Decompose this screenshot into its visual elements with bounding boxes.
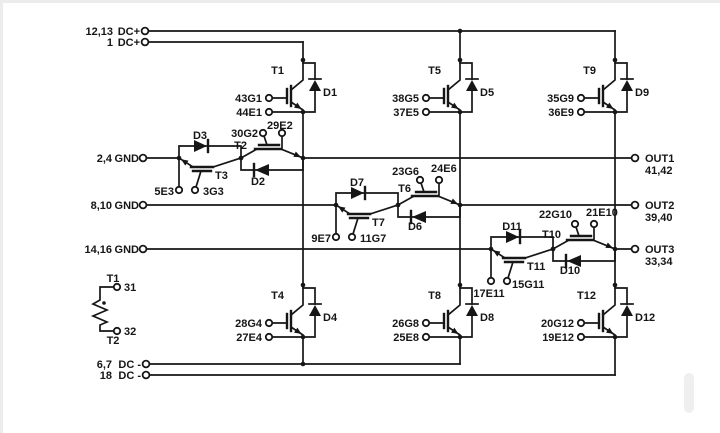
out3-label: OUT3 xyxy=(645,244,674,256)
label-38g5: 38G5 xyxy=(392,93,419,105)
label-5e3: 5E3 xyxy=(154,186,174,198)
label-43g1: 43G1 xyxy=(235,93,262,105)
label-35g9: 35G9 xyxy=(547,93,574,105)
label-t4: T4 xyxy=(271,290,285,302)
label-20g12: 20G12 xyxy=(541,318,574,330)
out2-pins: 39,40 xyxy=(645,212,673,224)
gnd-label-2: GND xyxy=(115,200,140,212)
gnd-terminal-14-16 xyxy=(138,244,148,254)
dc-minus-terminal-6-7 xyxy=(141,359,151,369)
label-9e7: 9E7 xyxy=(311,233,331,245)
label-d12: D12 xyxy=(635,312,655,324)
label-d4: D4 xyxy=(323,312,338,324)
thermistor-terminal-31 xyxy=(112,282,122,292)
out3-pins: 33,34 xyxy=(645,256,673,268)
dc-plus-terminal-1 xyxy=(140,37,150,47)
label-t10: T10 xyxy=(542,229,561,241)
dc-minus-label-1: DC - xyxy=(118,359,141,371)
label-19e12: 19E12 xyxy=(542,332,574,344)
label-d3: D3 xyxy=(193,130,207,142)
out1-label: OUT1 xyxy=(645,153,674,165)
dc-minus-label-2: DC - xyxy=(118,370,141,382)
gnd-terminal-8-10 xyxy=(138,200,148,210)
label-28g4: 28G4 xyxy=(235,318,263,330)
power-terminals xyxy=(138,26,640,380)
label-37e5: 37E5 xyxy=(393,107,419,119)
out2-terminal xyxy=(630,200,640,210)
dc-plus-label-2: DC+ xyxy=(118,37,140,49)
dc-plus-terminal-12-13 xyxy=(140,26,150,36)
out1-pins: 41,42 xyxy=(645,165,673,177)
label-t3: T3 xyxy=(215,170,228,182)
label-d11: D11 xyxy=(502,221,522,233)
label-29e2: 29E2 xyxy=(267,120,293,132)
label-11g7: 11G7 xyxy=(360,233,386,245)
thermistor: T1 31 32 T2 xyxy=(90,273,136,347)
watermark xyxy=(684,373,694,413)
label-d5: D5 xyxy=(480,87,494,99)
gnd-pins-1: 2,4 xyxy=(97,153,113,165)
label-d1: D1 xyxy=(323,87,337,99)
label-t8: T8 xyxy=(428,290,441,302)
label-t2: T2 xyxy=(234,140,247,152)
page-edge-top xyxy=(0,0,720,3)
label-d9: D9 xyxy=(635,87,649,99)
label-17e11: 17E11 xyxy=(473,288,504,300)
label-3g3: 3G3 xyxy=(203,186,224,198)
label-d7: D7 xyxy=(350,177,364,189)
dc-minus-terminal-18 xyxy=(141,370,151,380)
label-d8: D8 xyxy=(480,312,494,324)
out3-terminal xyxy=(630,244,640,254)
label-t7: T7 xyxy=(372,217,385,229)
labels: 12,13 DC+ 1 DC+ 6,7 DC - 18 DC - 2,4 GND… xyxy=(84,26,674,382)
label-26g8: 26G8 xyxy=(392,318,419,330)
label-t11: T11 xyxy=(527,261,545,273)
label-t12: T12 xyxy=(577,290,596,302)
label-t6: T6 xyxy=(398,183,411,195)
thermistor-top-pin: 31 xyxy=(124,282,136,294)
gnd-pins-3: 14,16 xyxy=(84,244,112,256)
thermistor-bottom-pin: 32 xyxy=(124,326,136,338)
label-24e6: 24E6 xyxy=(431,163,457,175)
thermistor-top-label: T1 xyxy=(107,273,120,285)
gnd-pins-2: 8,10 xyxy=(91,200,112,212)
dc-plus-pins-2: 1 xyxy=(107,37,113,49)
label-t9: T9 xyxy=(583,65,596,77)
dc-minus-pins-1: 6,7 xyxy=(97,359,112,371)
label-22g10: 22G10 xyxy=(539,209,572,221)
out1-terminal xyxy=(630,153,640,163)
dc-plus-pins-1: 12,13 xyxy=(85,26,113,38)
label-t1: T1 xyxy=(271,65,284,77)
label-15g11: 15G11 xyxy=(512,279,544,291)
label-30g2: 30G2 xyxy=(231,128,258,140)
out2-label: OUT2 xyxy=(645,200,674,212)
label-21e10: 21E10 xyxy=(586,207,618,219)
label-d10: D10 xyxy=(560,265,580,277)
dc-minus-pins-2: 18 xyxy=(100,370,112,382)
label-d2: D2 xyxy=(251,176,265,188)
thermistor-bottom-label: T2 xyxy=(107,335,120,347)
page-edge-left xyxy=(0,0,3,433)
label-27e4: 27E4 xyxy=(236,332,263,344)
thermistor-terminal-32 xyxy=(112,326,122,336)
label-23g6: 23G6 xyxy=(392,166,419,178)
label-36e9: 36E9 xyxy=(548,107,574,119)
wires xyxy=(145,28,633,376)
label-t5: T5 xyxy=(428,65,441,77)
dc-plus-label-1: DC+ xyxy=(118,26,140,38)
label-25e8: 25E8 xyxy=(393,332,419,344)
label-44e1: 44E1 xyxy=(236,107,262,119)
label-d6: D6 xyxy=(408,221,422,233)
gnd-terminal-2-4 xyxy=(138,153,148,163)
bidir-block-t10-d10 xyxy=(549,219,619,269)
gnd-label-3: GND xyxy=(115,244,140,256)
gnd-label-1: GND xyxy=(115,153,140,165)
